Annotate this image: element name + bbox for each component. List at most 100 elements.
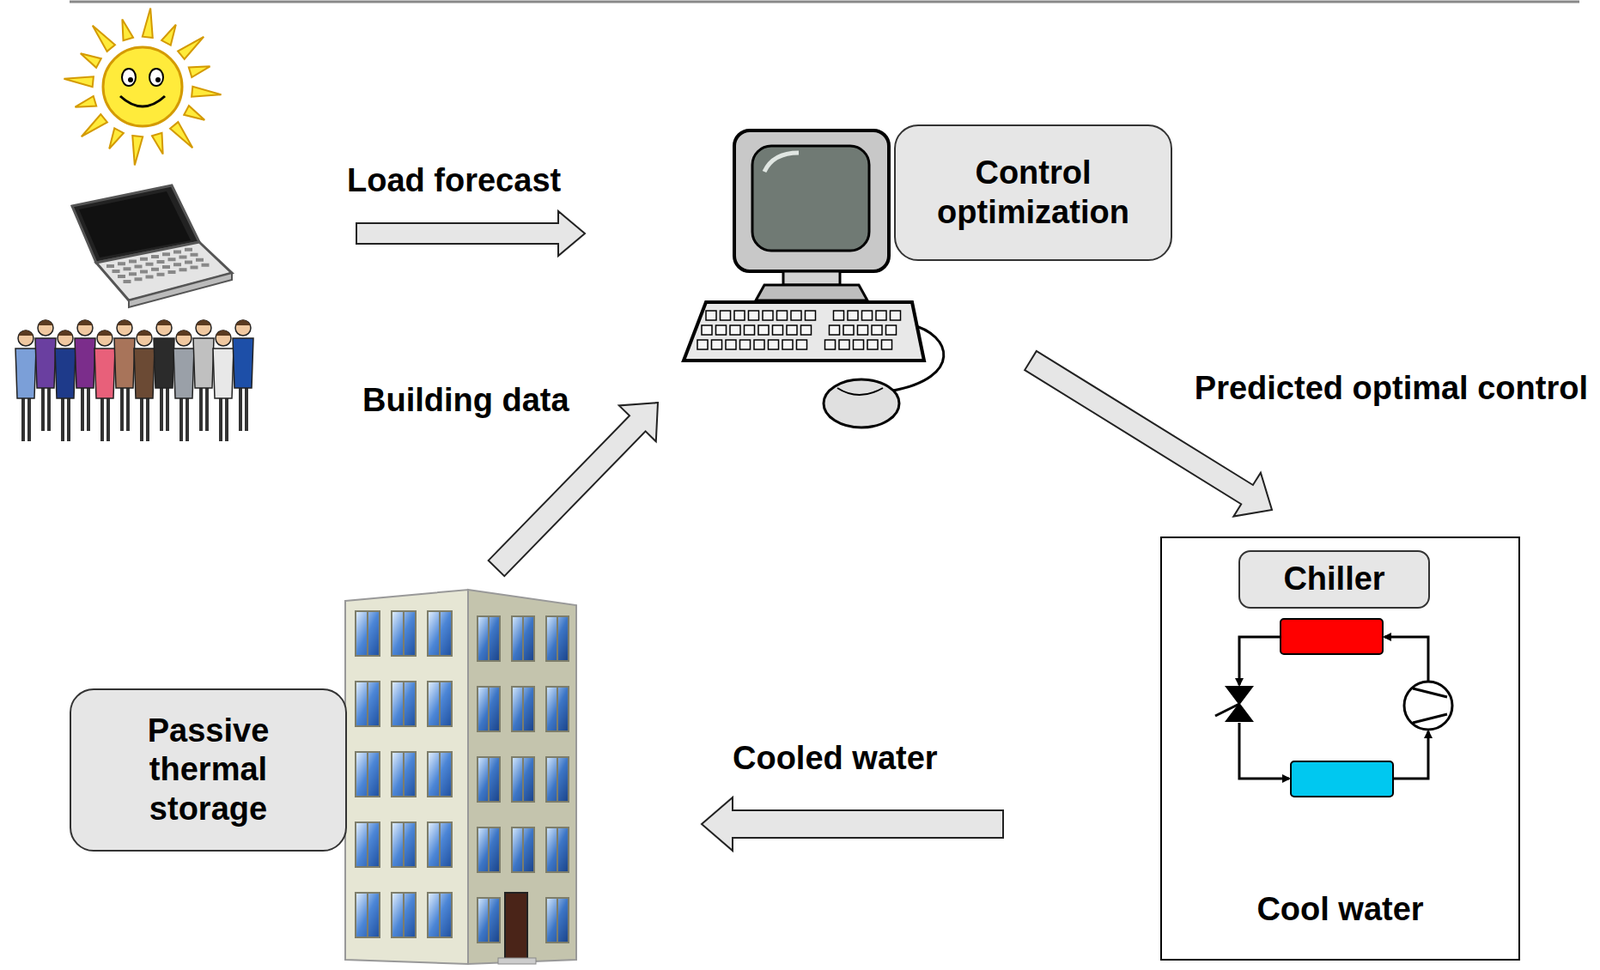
- laptop-key: [184, 248, 193, 252]
- window-mullion: [366, 752, 369, 797]
- person-head: [235, 320, 251, 336]
- building-door: [504, 893, 528, 961]
- window-mullion: [522, 616, 524, 662]
- arrow-label: Load forecast: [346, 161, 561, 201]
- window-mullion: [402, 822, 405, 868]
- keyboard-key: [857, 325, 869, 335]
- sun-ray: [161, 24, 177, 46]
- laptop-key: [184, 261, 193, 265]
- window-mullion: [522, 687, 524, 732]
- laptop-screen: [72, 185, 200, 263]
- person-body: [212, 348, 234, 399]
- keyboard-key: [734, 310, 745, 321]
- keyboard-key: [790, 310, 802, 321]
- sun-eye: [121, 68, 136, 86]
- keyboard-key: [740, 340, 751, 350]
- monitor-body: [734, 130, 889, 272]
- keyboard-key: [777, 310, 788, 321]
- laptop-key: [151, 267, 159, 272]
- sun-pupil: [155, 77, 161, 83]
- monitor-screen: [752, 146, 870, 251]
- window: [355, 611, 380, 657]
- sun-rays: [63, 7, 221, 165]
- sun-ray: [132, 135, 143, 165]
- laptop-key: [146, 275, 154, 280]
- window: [477, 616, 500, 662]
- window: [427, 752, 452, 797]
- rounded-box: Passive thermal storage: [69, 688, 347, 852]
- person-head: [57, 330, 74, 347]
- keyboard-key: [754, 340, 765, 350]
- person-hair: [116, 320, 133, 327]
- block-arrow: [488, 402, 658, 577]
- window-mullion: [402, 893, 405, 938]
- window-mullion: [487, 898, 490, 943]
- window: [546, 616, 569, 662]
- window-mullion: [402, 681, 405, 727]
- mouse: [823, 379, 900, 428]
- window-mullion: [556, 616, 559, 662]
- person-hair: [18, 330, 34, 337]
- person-head: [97, 330, 113, 347]
- keyboard-key: [867, 340, 878, 350]
- window: [511, 687, 535, 732]
- window-mullion: [487, 687, 490, 732]
- laptop-key: [168, 257, 177, 262]
- keyboard-key: [890, 310, 901, 321]
- window: [427, 822, 452, 868]
- person-head: [136, 330, 153, 347]
- window-mullion: [556, 757, 559, 803]
- top-rule: [69, 0, 1580, 4]
- window: [546, 827, 569, 873]
- chiller-unit-box: Cool waterChiller: [1160, 536, 1521, 962]
- laptop-key: [162, 265, 171, 269]
- person-head: [176, 330, 192, 347]
- laptop-key: [195, 258, 204, 262]
- monitor-base: [755, 285, 868, 301]
- laptop-key: [117, 261, 126, 266]
- window-mullion: [522, 757, 524, 803]
- refrigerant-line: [1239, 637, 1281, 686]
- sun-ray: [170, 121, 193, 148]
- keyboard-key: [829, 325, 840, 335]
- laptop-key: [128, 260, 137, 264]
- person-body: [133, 348, 155, 399]
- laptop-key: [151, 255, 159, 259]
- window: [477, 898, 500, 943]
- keyboard-key: [796, 340, 808, 350]
- keyboard-key: [711, 340, 723, 350]
- compressor-symbol: [1412, 688, 1448, 724]
- sun-pupil: [127, 77, 134, 83]
- window: [391, 822, 416, 868]
- keyboard-key: [862, 310, 873, 321]
- sun-ray: [188, 66, 211, 78]
- keyboard-key: [725, 340, 737, 350]
- keyboard-keys: [697, 310, 901, 350]
- laptop-key: [157, 260, 165, 264]
- keyboard-key: [720, 310, 731, 321]
- keyboard-key: [825, 340, 836, 350]
- window-mullion: [487, 757, 490, 803]
- laptop-key: [117, 274, 126, 279]
- box-text: Cool water: [1161, 890, 1519, 931]
- window: [546, 687, 569, 732]
- person-hair: [215, 330, 232, 337]
- window-mullion: [438, 752, 441, 797]
- window-mullion: [366, 822, 369, 868]
- window-mullion: [402, 752, 405, 797]
- people-group: [15, 320, 254, 443]
- person-head: [116, 320, 133, 336]
- arrow-label: Predicted optimal control: [1194, 369, 1588, 409]
- laptop-key: [162, 252, 171, 256]
- laptop-key: [179, 255, 188, 260]
- sun-ray: [109, 127, 124, 149]
- laptop-edge: [128, 273, 232, 308]
- window-mullion: [366, 893, 369, 938]
- laptop-key: [168, 270, 177, 274]
- refrigerant-line: [1393, 731, 1429, 779]
- person-head: [18, 330, 34, 347]
- person-body: [232, 338, 254, 389]
- block-arrow: [701, 797, 1004, 852]
- keyboard-key: [782, 340, 793, 350]
- window: [355, 822, 380, 868]
